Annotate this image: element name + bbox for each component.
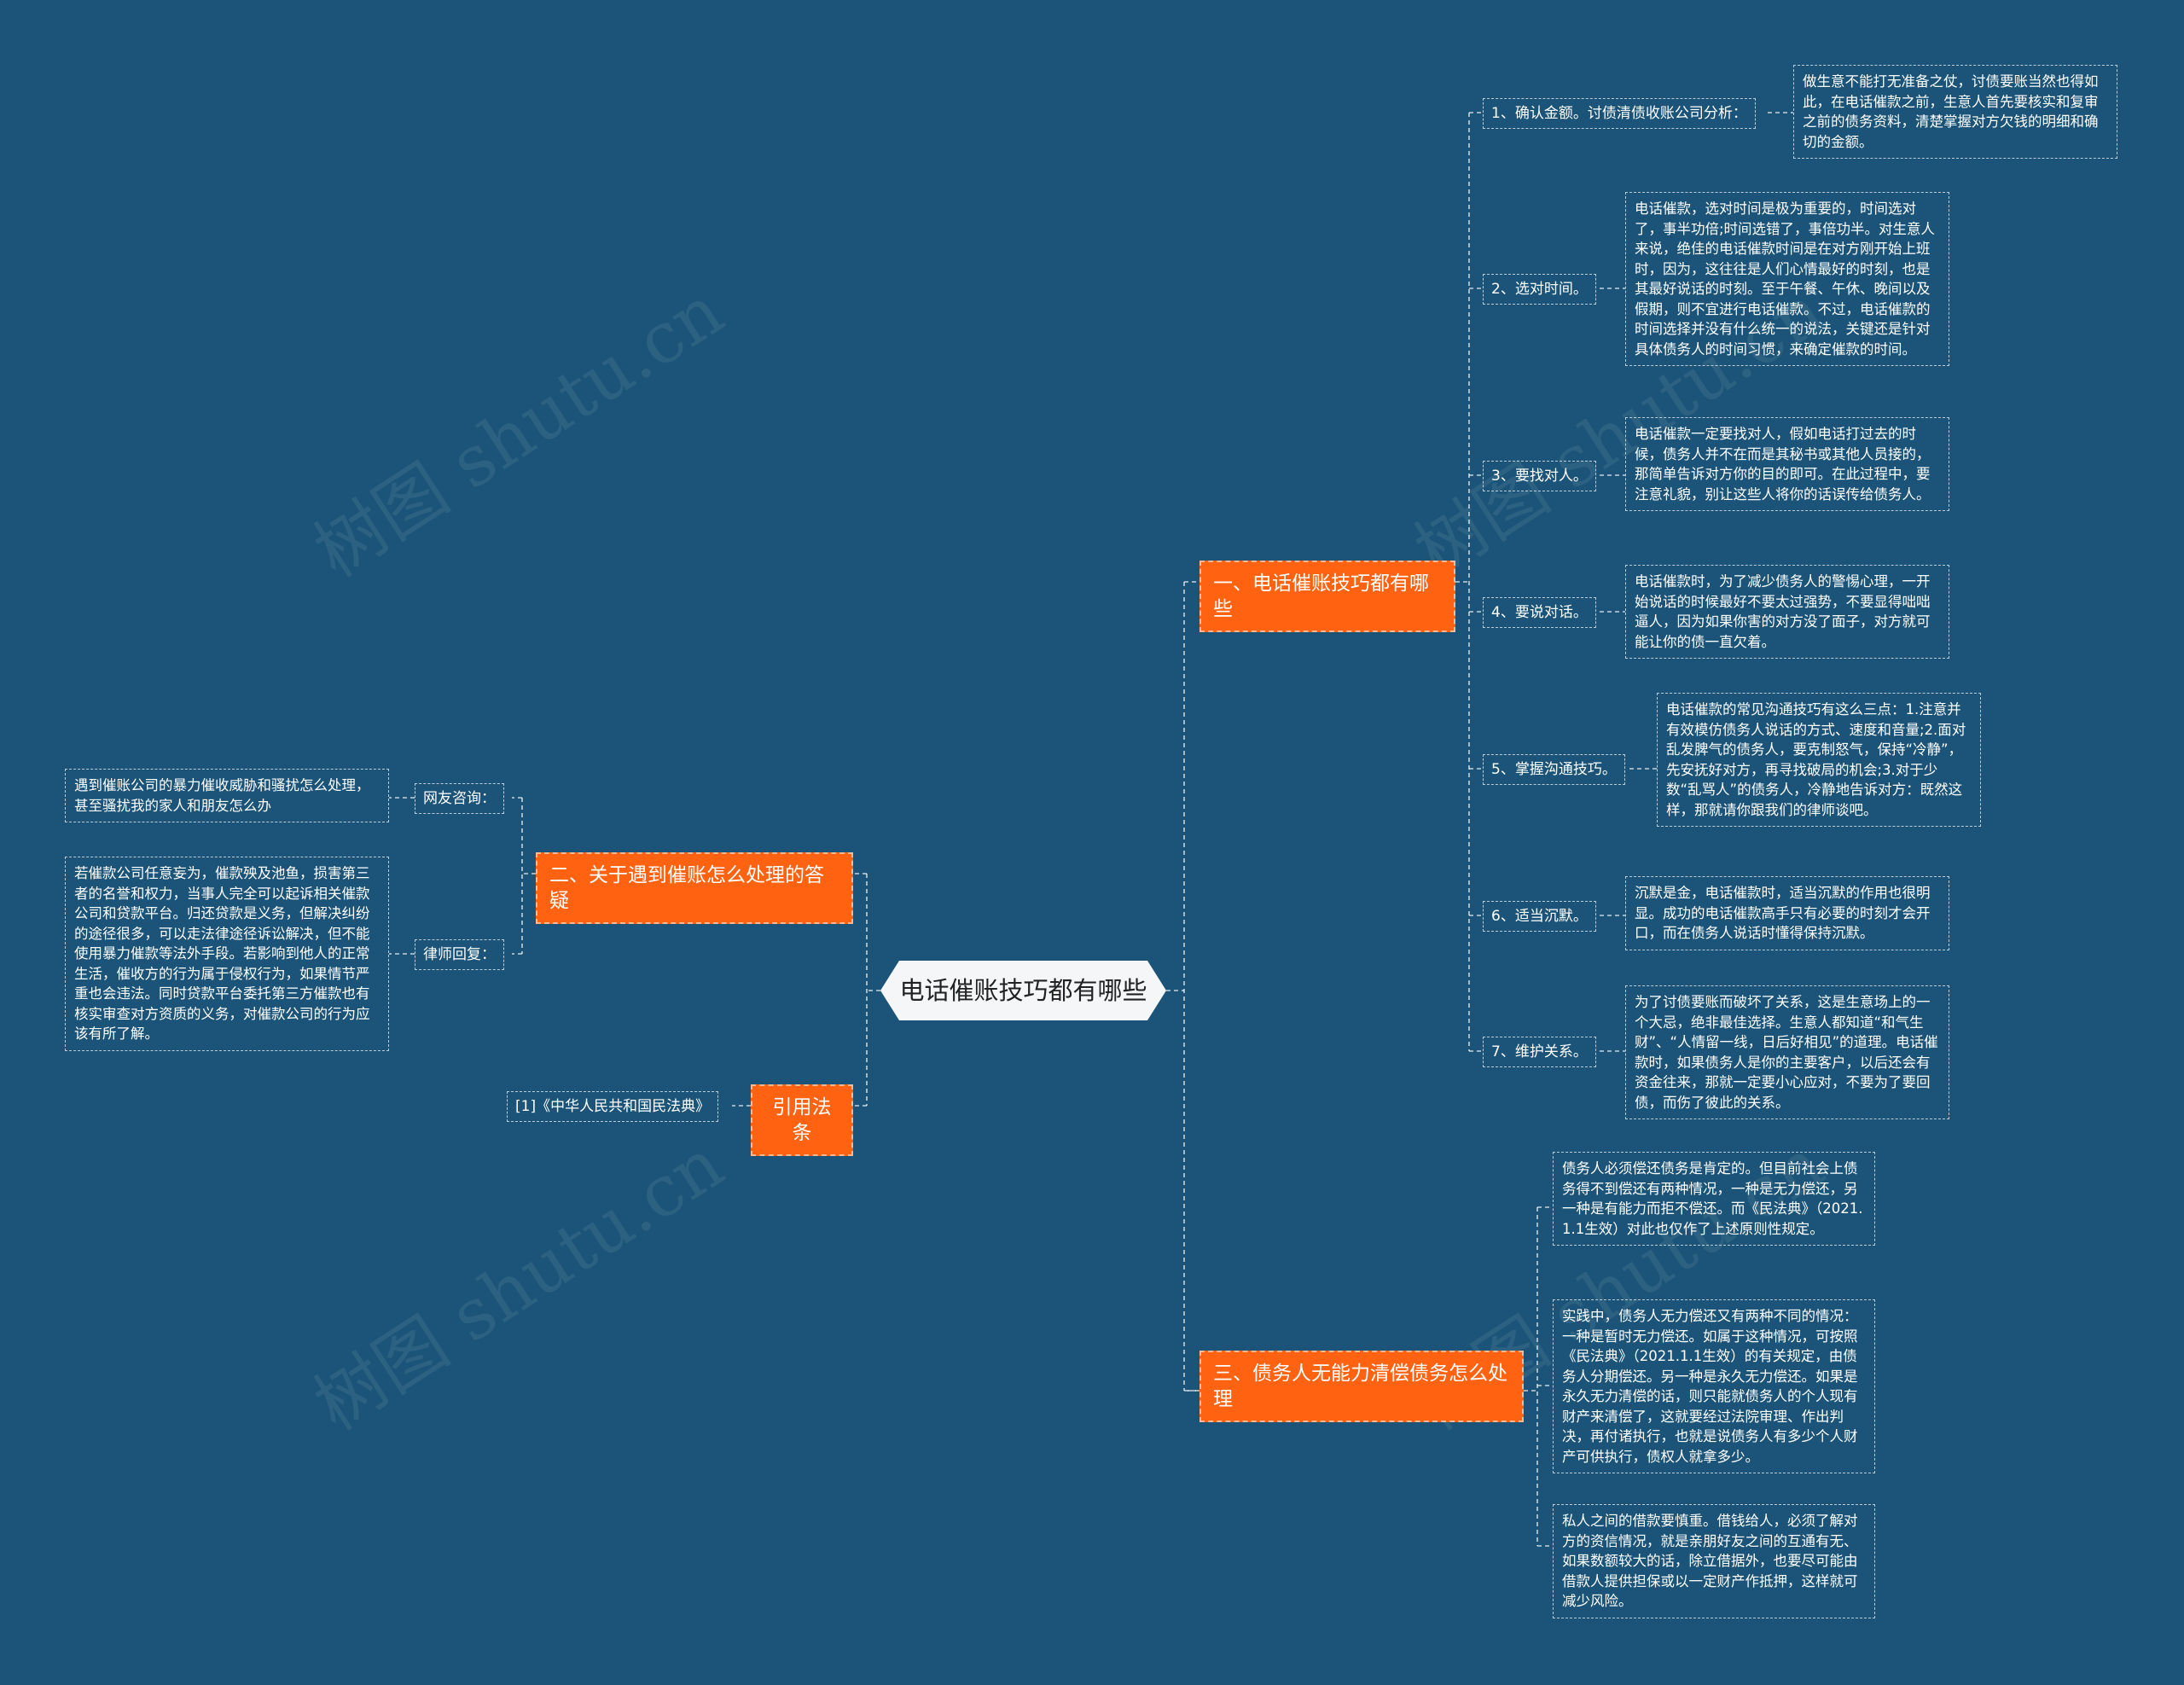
root-node[interactable]: 电话催账技巧都有哪些 (880, 961, 1166, 1020)
netizen-question-text: 遇到催账公司的暴力催收威胁和骚扰怎么处理，甚至骚扰我的家人和朋友怎么办 (65, 769, 389, 822)
tip-2-label[interactable]: 2、选对时间。 (1483, 274, 1596, 305)
tip-6-label[interactable]: 6、适当沉默。 (1483, 901, 1596, 932)
debtor-text-3: 私人之间的借款要慎重。借钱给人，必须了解对方的资信情况，就是亲朋好友之间的互通有… (1553, 1504, 1875, 1618)
tip-7-text: 为了讨债要账而破坏了关系，这是生意场上的一个大忌，绝非最佳选择。生意人都知道“和… (1625, 985, 1949, 1119)
debtor-text-2: 实践中，债务人无力偿还又有两种不同的情况：一种是暂时无力偿还。如属于这种情况，可… (1553, 1299, 1875, 1473)
tip-4-text: 电话催款时，为了减少债务人的警惕心理，一开始说话的时候最好不要太过强势，不要显得… (1625, 565, 1949, 659)
tip-3-label[interactable]: 3、要找对人。 (1483, 461, 1596, 491)
tip-2-text: 电话催款，选对时间是极为重要的，时间选对了，事半功倍;时间选错了，事倍功半。对生… (1625, 192, 1949, 366)
branch-qa[interactable]: 二、关于遇到催账怎么处理的答疑 (536, 852, 853, 924)
tip-5-text: 电话催款的常见沟通技巧有这么三点：1.注意并有效模仿债务人说话的方式、速度和音量… (1657, 693, 1981, 827)
branch-debtor-unable-to-pay[interactable]: 三、债务人无能力清偿债务怎么处理 (1199, 1351, 1524, 1422)
tip-1-text: 做生意不能打无准备之仗，讨债要账当然也得如此，在电话催款之前，生意人首先要核实和… (1793, 65, 2117, 159)
tip-6-text: 沉默是金，电话催款时，适当沉默的作用也很明显。成功的电话催款高手只有必要的时刻才… (1625, 876, 1949, 950)
debtor-text-1: 债务人必须偿还债务是肯定的。但目前社会上债务得不到偿还有两种情况，一种是无力偿还… (1553, 1152, 1875, 1246)
tip-7-label[interactable]: 7、维护关系。 (1483, 1037, 1596, 1067)
cited-law-item[interactable]: [1]《中华人民共和国民法典》 (507, 1091, 719, 1122)
branch-phone-collection-tips[interactable]: 一、电话催账技巧都有哪些 (1199, 561, 1455, 632)
tip-4-label[interactable]: 4、要说对话。 (1483, 597, 1596, 628)
netizen-question-label[interactable]: 网友咨询： (415, 783, 504, 814)
tip-3-text: 电话催款一定要找对人，假如电话打过去的时候，债务人并不在而是其秘书或其他人员接的… (1625, 417, 1949, 511)
tip-5-label[interactable]: 5、掌握沟通技巧。 (1483, 754, 1625, 785)
lawyer-reply-text: 若催款公司任意妄为，催款殃及池鱼，损害第三者的名誉和权力，当事人完全可以起诉相关… (65, 857, 389, 1051)
branch-cited-law[interactable]: 引用法条 (751, 1084, 853, 1156)
lawyer-reply-label[interactable]: 律师回复： (415, 939, 504, 970)
tip-1-label[interactable]: 1、确认金额。讨债清债收账公司分析： (1483, 98, 1756, 129)
